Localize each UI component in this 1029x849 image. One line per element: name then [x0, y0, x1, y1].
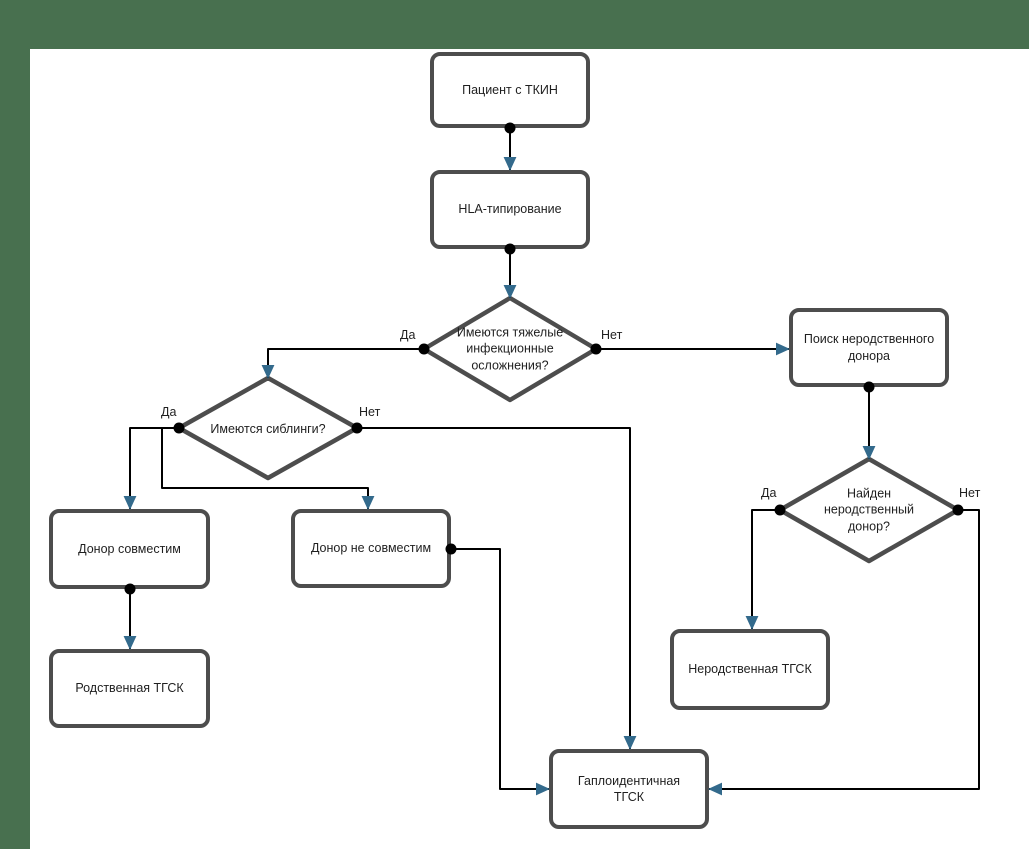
edge-label-found-yes: Да — [761, 486, 777, 500]
node-patient: Пациент с ТКИН — [430, 52, 590, 128]
edge-label-siblings-no: Нет — [359, 405, 381, 419]
infection-decision-label: Имеются тяжелые инфекционные осложнения? — [456, 325, 564, 373]
node-unrelated-hsct: Неродственная ТГСК — [670, 629, 830, 710]
node-donor-compatible: Донор совместим — [49, 509, 210, 589]
edge-label-infection-yes: Да — [400, 328, 416, 342]
node-unrelated-donor-search: Поиск неродственного донора — [789, 308, 949, 387]
unrelated-donor-found-decision-label: Найден неродственный донор? — [824, 486, 914, 534]
node-haploidentical-hsct: Гаплоидентичная ТГСК — [549, 749, 709, 829]
edge-label-found-no: Нет — [959, 486, 981, 500]
node-hla-typing: HLA-типирование — [430, 170, 590, 249]
edge-label-siblings-yes: Да — [161, 405, 177, 419]
node-related-hsct: Родственная ТГСК — [49, 649, 210, 728]
diagram-canvas — [30, 49, 1029, 849]
siblings-decision-label: Имеются сиблинги? — [210, 421, 326, 436]
edge-label-infection-no: Нет — [601, 328, 623, 342]
node-donor-incompatible: Донор не совместим — [291, 509, 451, 588]
